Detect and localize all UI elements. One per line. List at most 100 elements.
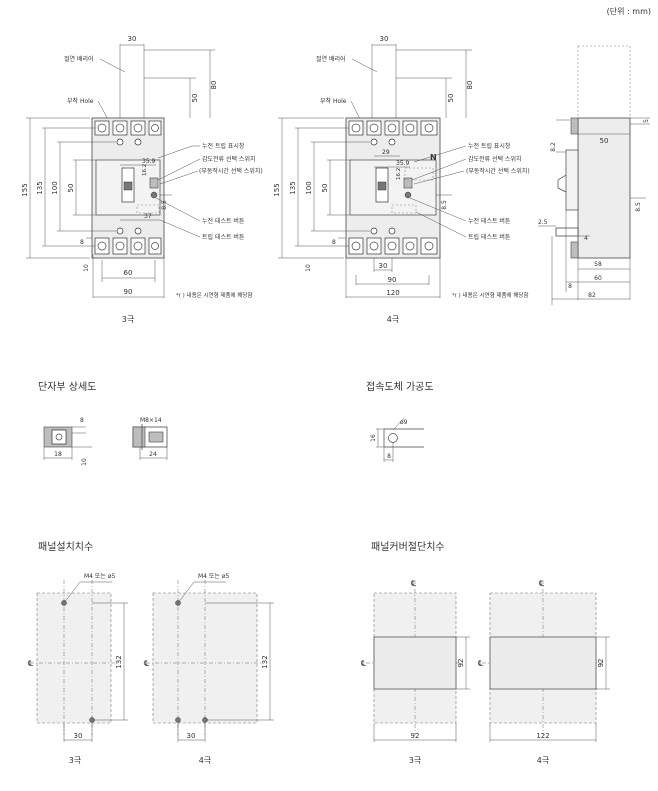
dim-3p-100: 100 [51, 181, 59, 194]
centerline-cutout-4p-top: ℄ [539, 579, 545, 588]
leak-test-button-3p [150, 191, 158, 199]
panel-cutout-title: 패널커버절단치수 [371, 540, 445, 553]
caption-mount-3p: 3극 [69, 756, 81, 765]
dim-3p-8-5: 8.5 [161, 200, 168, 210]
label-mount-hole-4p: 부착 Hole [320, 97, 347, 105]
dim-3p-80: 80 [210, 81, 218, 90]
dim-side-4: 4 [584, 235, 588, 242]
conductor-hole [388, 433, 398, 443]
conductor-detail-title: 접속도체 가공도 [366, 381, 434, 393]
dim-3p-155: 155 [21, 183, 29, 196]
conductor-detail: 접속도체 가공도 ø9 16 8 [366, 381, 434, 462]
label-leak-test-button-3p: 누전 테스트 버튼 [202, 217, 245, 225]
panel-cutout: 패널커버절단치수 ℄ ℄ 92 92 3극 ℄ ℄ 92 122 4극 [361, 540, 610, 765]
dim-4p-90: 90 [388, 276, 397, 284]
dim-4p-10: 10 [305, 264, 312, 272]
dim-conductor-16: 16 [370, 434, 377, 442]
cutout-3p [373, 636, 457, 690]
dim-conductor-8: 8 [387, 453, 391, 460]
dim-4p-50: 50 [447, 94, 455, 103]
label-sensitivity-switch-3p: 감도전류 선택 스위치 [202, 155, 256, 163]
side-view: 5 50 8.2 8.5 2.5 4 58 8 60 82 [538, 45, 650, 305]
label-trip-test-button-4p: 트립 테스트 버튼 [468, 233, 511, 241]
dim-4p-120: 120 [386, 289, 399, 297]
label-sensitivity-switch-4p: 감도전류 선택 스위치 [468, 155, 522, 163]
dim-mount-3p-30: 30 [74, 732, 83, 740]
dim-4p-29: 29 [382, 149, 390, 156]
dim-4p-8-5: 8.5 [441, 200, 448, 210]
dim-side-8-5: 8.5 [635, 202, 642, 212]
footnote-4p: *( ) 내용은 시연형 제품에 해당함 [452, 291, 529, 299]
dim-3p-16-2: 16.2 [142, 164, 148, 176]
caption-front-3p: 3극 [122, 315, 134, 324]
dim-3p-8: 8 [80, 239, 84, 246]
leak-test-button-4p [404, 191, 412, 199]
dim-terminal-8: 8 [80, 417, 84, 424]
front-view-4pole: 30 80 50 절연 배리어 부착 Hole N 15 [273, 35, 530, 324]
dim-cutout-3p-width: 92 [411, 732, 420, 740]
dim-terminal-18: 18 [54, 451, 62, 458]
dim-cutout-4p-width: 122 [536, 732, 549, 740]
label-leak-test-button-4p: 누전 테스트 버튼 [468, 217, 511, 225]
unit-note: (단위 : mm) [607, 6, 651, 16]
label-nonop-switch-3p: (부동작시간 선택 스위치) [199, 167, 263, 175]
cutout-4p [489, 636, 597, 690]
label-leak-trip-window-4p: 누전 트립 표시창 [468, 142, 511, 150]
label-insulation-barrier-3p: 절연 배리어 [64, 55, 94, 63]
dim-4p-100: 100 [305, 181, 313, 194]
dim-3p-60: 60 [124, 269, 133, 277]
dim-3p-37: 37 [144, 213, 152, 220]
dim-4p-30b: 30 [379, 262, 388, 270]
dim-3p-10: 10 [83, 264, 90, 272]
panel-mount-3p [36, 592, 112, 724]
caption-cutout-4p: 4극 [537, 756, 549, 765]
dim-conductor-hole: ø9 [400, 419, 408, 426]
dim-4p-155: 155 [273, 183, 281, 196]
dim-side-60: 60 [594, 275, 602, 282]
dim-4p-16-2: 16.2 [396, 168, 402, 180]
terminal-detail: 단자부 상세도 8 18 10 M8×14 24 [38, 381, 168, 466]
dim-3p-50b: 50 [67, 184, 75, 193]
caption-mount-4p: 4극 [199, 756, 211, 765]
neutral-pole-mark: N [430, 153, 437, 162]
dim-4p-30: 30 [380, 35, 389, 43]
dim-mount-4p-30: 30 [187, 732, 196, 740]
dim-4p-8: 8 [332, 239, 336, 246]
dim-terminal-10: 10 [81, 458, 88, 466]
front-view-3pole: 30 80 50 절연 배리어 부착 Hole [21, 35, 263, 324]
dim-4p-50b: 50 [321, 184, 329, 193]
dim-cutout-3p-height: 92 [457, 659, 465, 668]
dim-3p-30: 30 [128, 35, 137, 43]
dim-side-50: 50 [600, 137, 609, 145]
panel-mount: 패널설치치수 M4 또는 ø5 ℄ 132 30 3극 M4 또는 ø5 ℄ [28, 541, 274, 765]
dim-3p-50: 50 [191, 94, 199, 103]
dim-side-8: 8 [568, 283, 572, 290]
label-leak-trip-window-3p: 누전 트립 표시창 [202, 142, 245, 150]
dim-side-82: 82 [588, 292, 596, 299]
centerline-cutout-4p-left: ℄ [478, 659, 484, 668]
panel-mount-title: 패널설치치수 [38, 541, 93, 553]
dim-3p-35-9: 35.9 [142, 158, 156, 165]
caption-front-4p: 4극 [387, 315, 399, 324]
label-insulation-barrier-4p: 절연 배리어 [316, 55, 346, 63]
dim-3p-90: 90 [124, 288, 133, 296]
label-mount-hole-3p: 부착 Hole [67, 97, 94, 105]
dim-4p-135: 135 [289, 181, 297, 194]
dim-side-5: 5 [643, 119, 650, 123]
terminal-detail-title: 단자부 상세도 [38, 381, 96, 393]
centerline-cutout-3p-top: ℄ [411, 579, 417, 588]
hole-note-3p: M4 또는 ø5 [84, 573, 116, 580]
footnote-3p: *( ) 내용은 시연형 제품에 해당함 [176, 291, 253, 299]
dim-4p-80: 80 [466, 81, 474, 90]
label-trip-test-button-3p: 트립 테스트 버튼 [202, 233, 245, 241]
caption-cutout-3p: 3극 [409, 756, 421, 765]
centerline-cutout-3p-left: ℄ [361, 659, 367, 668]
dim-side-58: 58 [594, 261, 602, 268]
screw-spec: M8×14 [140, 417, 162, 424]
dim-cutout-4p-height: 92 [597, 659, 605, 668]
dim-terminal-24: 24 [149, 451, 157, 458]
hole-note-4p: M4 또는 ø5 [198, 573, 230, 580]
dim-mount-3p-132: 132 [115, 655, 123, 668]
label-nonop-switch-4p: (부동작시간 선택 스위치) [466, 167, 530, 175]
